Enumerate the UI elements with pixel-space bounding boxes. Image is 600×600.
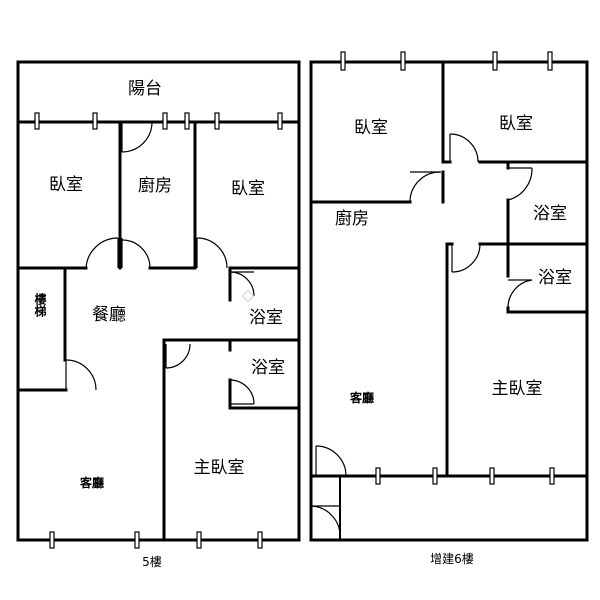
doors-5 — [65, 121, 255, 405]
windows-bottom-5 — [49, 531, 263, 549]
floor-5-plan: 陽台 臥室 廚房 臥室 樓梯 餐廳 浴室 浴室 客廳 主臥室 5樓 — [16, 60, 301, 569]
doors-6 — [310, 133, 533, 537]
windows-top-6 — [340, 51, 553, 71]
caption-5f: 5樓 — [142, 554, 162, 569]
label-bath-bottom-6: 浴室 — [538, 268, 572, 288]
label-kitchen-5: 廚房 — [138, 175, 172, 196]
label-bath-top-5: 浴室 — [249, 308, 283, 328]
label-stairs: 樓梯 — [33, 292, 47, 318]
windows-mid-6 — [375, 467, 555, 485]
label-balcony: 陽台 — [128, 79, 162, 99]
label-bath-top-6: 浴室 — [533, 204, 567, 224]
label-kitchen-6: 廚房 — [335, 208, 369, 229]
label-dining: 餐廳 — [92, 305, 126, 325]
label-master-5: 主臥室 — [194, 458, 245, 478]
watermark: ◇ — [242, 285, 255, 304]
label-bedroom-right-6: 臥室 — [499, 114, 533, 134]
label-master-6: 主臥室 — [492, 379, 543, 399]
caption-6f: 增建6樓 — [430, 551, 474, 566]
label-living-5: 客廳 — [79, 475, 104, 490]
label-bedroom-right-5: 臥室 — [231, 179, 265, 199]
windows-top-5 — [34, 112, 283, 130]
floor-6-plan: 臥室 臥室 廚房 浴室 浴室 客廳 主臥室 增建6樓 — [309, 51, 589, 566]
label-bedroom-left-6: 臥室 — [354, 118, 388, 138]
label-bath-bottom-5: 浴室 — [251, 358, 285, 378]
label-bedroom-left-5: 臥室 — [49, 175, 83, 195]
label-living-6: 客廳 — [349, 390, 374, 405]
floor-5-outer-wall — [16, 60, 301, 542]
